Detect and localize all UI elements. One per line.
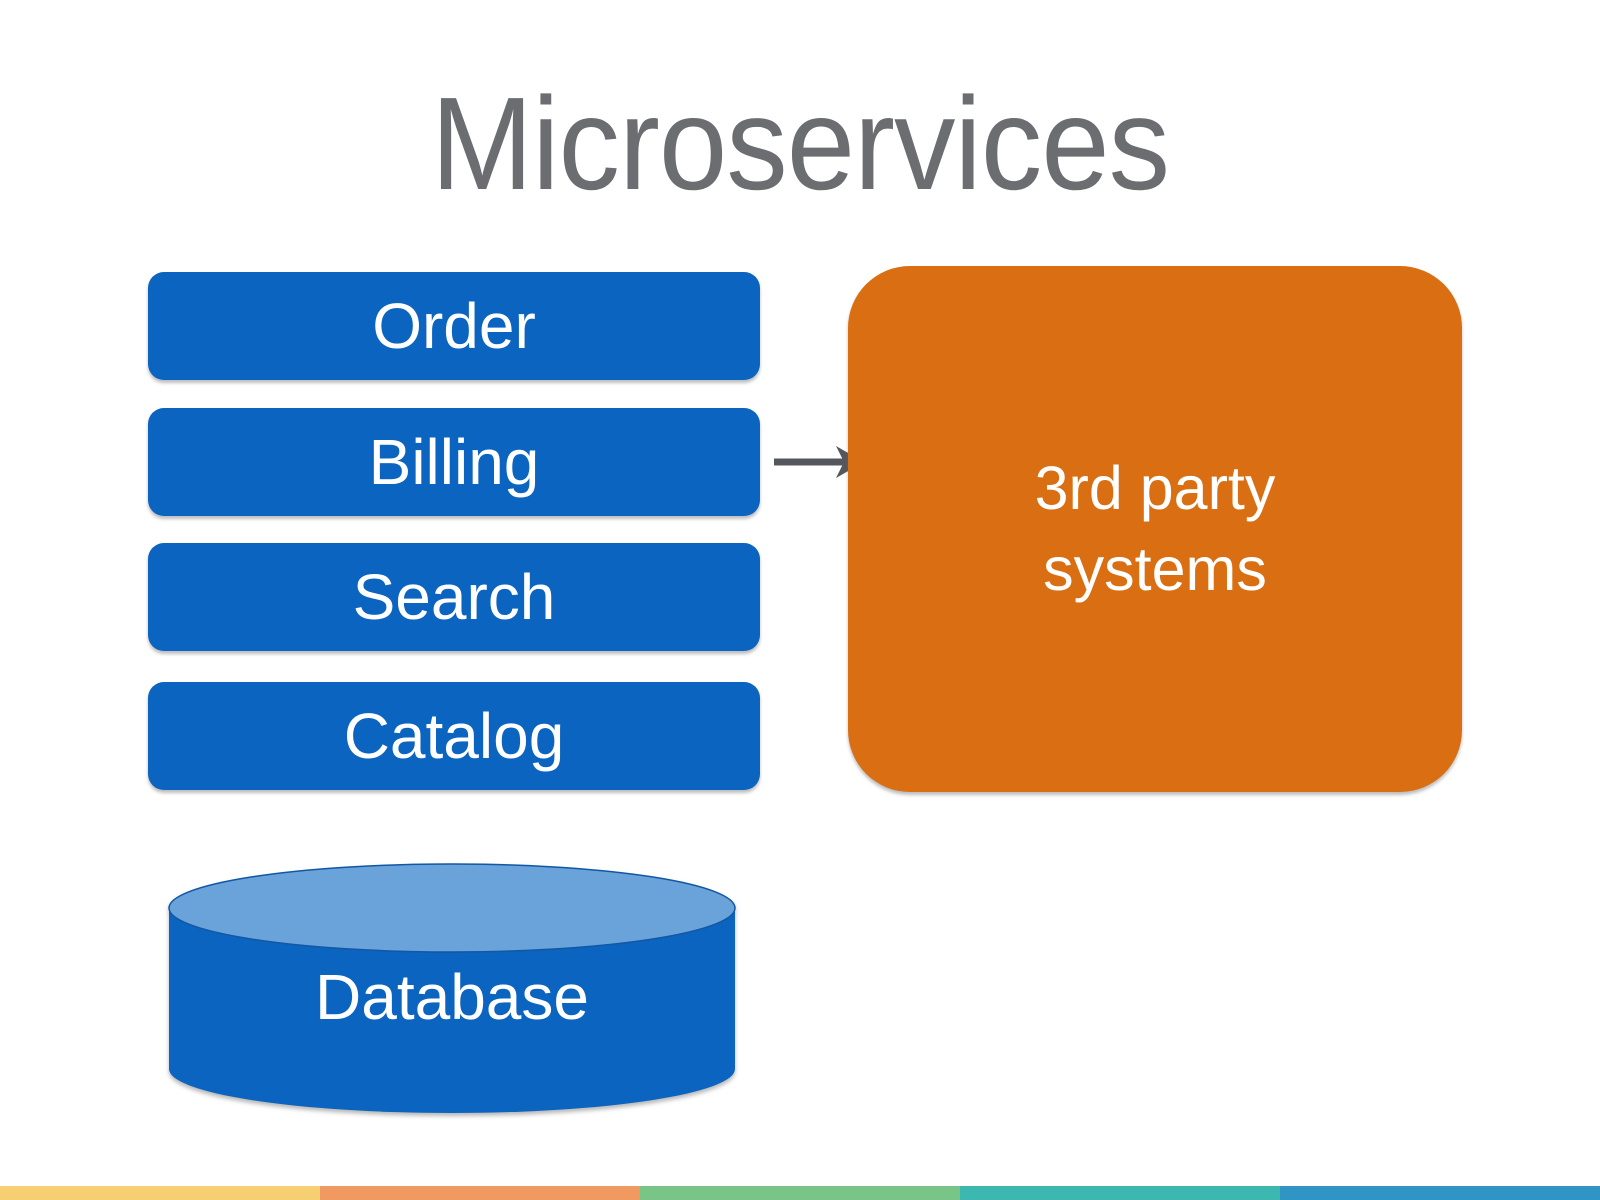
external-label-line1: 3rd party <box>1034 454 1276 523</box>
external-label-line2: systems <box>1043 535 1267 603</box>
slide-title: Microservices <box>430 70 1170 217</box>
footer-segment-3 <box>960 1186 1280 1200</box>
external-box-3rd-party-systems: 3rd party systems <box>848 266 1462 792</box>
service-label-billing: Billing <box>368 426 540 498</box>
database-cylinder-icon <box>168 863 736 1113</box>
footer-color-stripe <box>0 1186 1600 1200</box>
footer-segment-2 <box>640 1186 960 1200</box>
footer-segment-1 <box>320 1186 640 1200</box>
footer-segment-0 <box>0 1186 320 1200</box>
database-label: Database <box>315 961 589 1033</box>
service-label-search: Search <box>352 561 556 633</box>
service-box-search: Search <box>148 543 760 651</box>
footer-segment-4 <box>1280 1186 1600 1200</box>
service-label-catalog: Catalog <box>343 700 565 772</box>
service-box-billing: Billing <box>148 408 760 516</box>
service-box-order: Order <box>148 272 760 380</box>
service-box-catalog: Catalog <box>148 682 760 790</box>
service-label-order: Order <box>372 290 536 362</box>
